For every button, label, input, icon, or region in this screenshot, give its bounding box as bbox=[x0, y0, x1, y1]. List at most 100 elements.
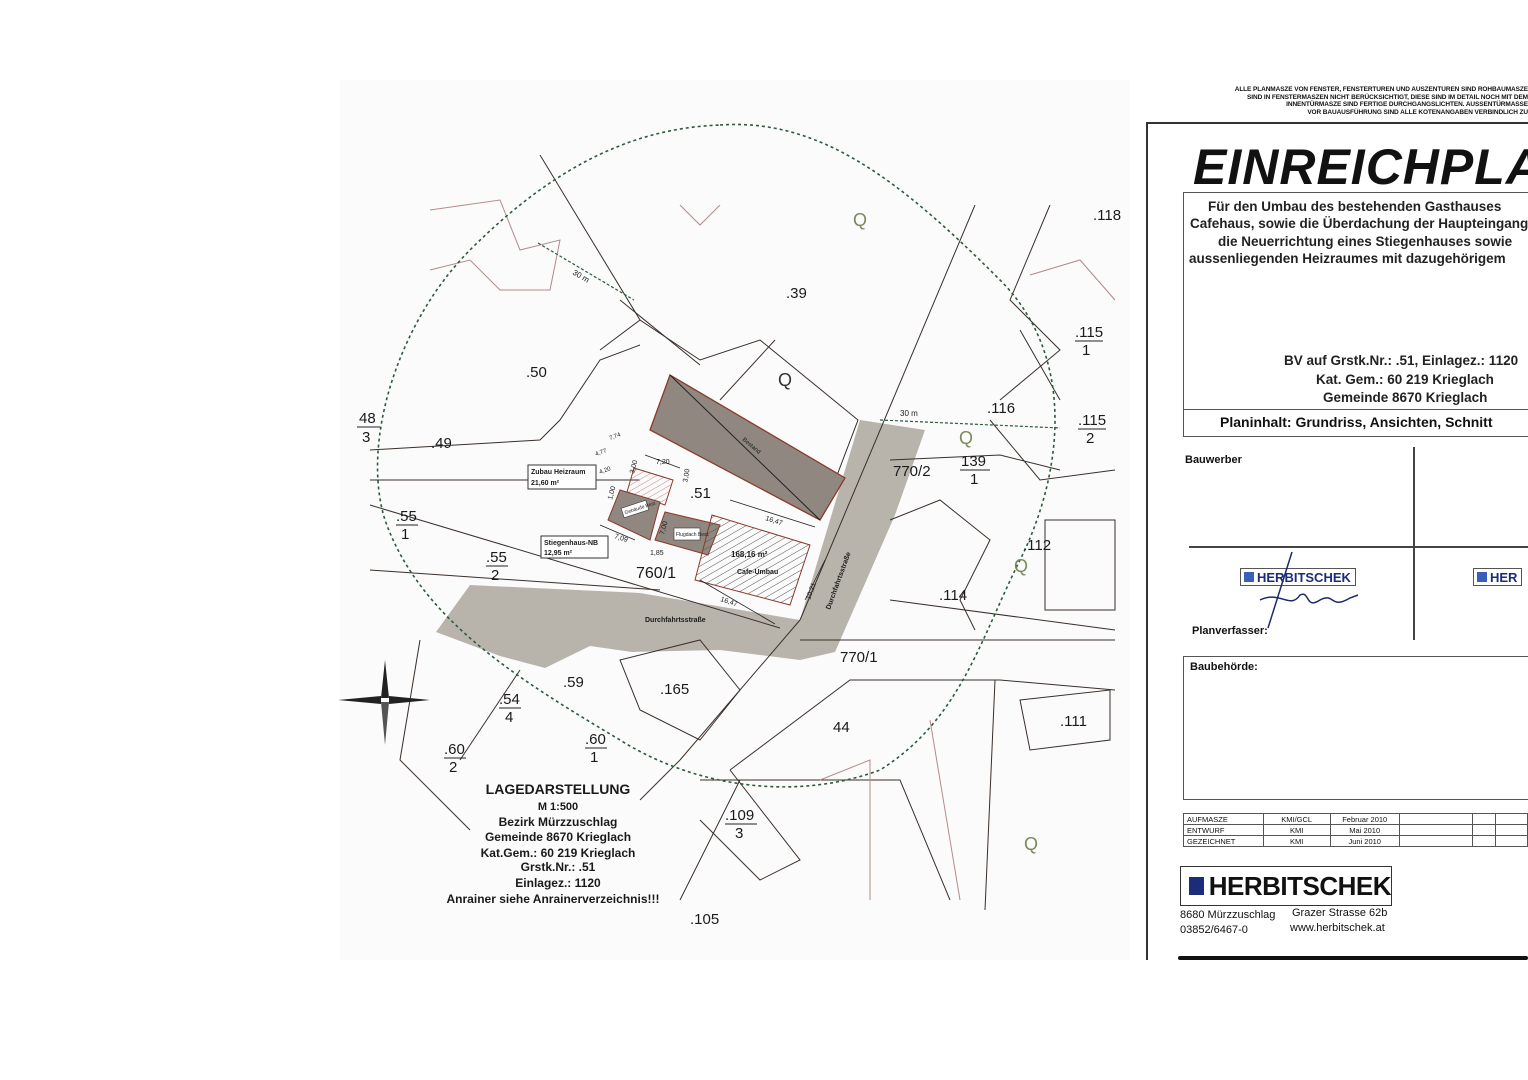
parcel-number: .115 bbox=[1075, 324, 1103, 341]
parcel-number: .49 bbox=[431, 435, 452, 452]
dimension: 1,00 bbox=[607, 485, 617, 500]
plan-content-text: Planinhalt: Grundriss, Ansichten, Schnit… bbox=[1220, 414, 1493, 430]
tag-box bbox=[673, 527, 701, 541]
description-line: Cafehaus, sowie die Überdachung der Haup… bbox=[1190, 216, 1528, 231]
project-municipality: Gemeinde 8670 Krieglach bbox=[1323, 390, 1488, 405]
cafe-area: 168,16 m² bbox=[731, 550, 768, 559]
cell: GEZEICHNET bbox=[1183, 835, 1264, 847]
dimension: 3,00 bbox=[682, 468, 691, 483]
parcel-number: 3 bbox=[735, 825, 743, 842]
dimension: 4,77 bbox=[595, 448, 609, 458]
company-street: Grazer Strasse 62b bbox=[1292, 907, 1388, 919]
parcel-number: .165 bbox=[660, 681, 689, 698]
q-marker: Q bbox=[959, 428, 973, 448]
parcel-number: 2 bbox=[449, 759, 457, 776]
cafe-name: Cafe-Umbau bbox=[737, 569, 778, 576]
parcel-number: .54 bbox=[499, 691, 520, 708]
parcel-number: 770/2 bbox=[893, 463, 931, 480]
title-block-frame bbox=[1146, 122, 1528, 960]
parcel-number: .55 bbox=[396, 508, 417, 525]
cell: AUFMASZE bbox=[1183, 813, 1264, 825]
dimension: 7,00 bbox=[659, 520, 669, 535]
client-label: Bauwerber bbox=[1185, 454, 1242, 466]
company-city: 8680 Mürzzuschlag bbox=[1180, 909, 1276, 921]
parcel-number: .60 bbox=[444, 741, 465, 758]
company-phone: 03852/6467-0 bbox=[1180, 924, 1248, 936]
dimension: 7,20 bbox=[656, 459, 670, 466]
parcel-boundaries bbox=[369, 154, 1116, 911]
parcel-number: .114 bbox=[939, 587, 967, 604]
project-parcel: BV auf Grstk.Nr.: .51, Einlagez.: 1120 bbox=[1284, 353, 1519, 368]
legend-neighbours: Anrainer siehe Anrainerverzeichnis!!! bbox=[447, 892, 660, 906]
parcel-number: 1 bbox=[1082, 342, 1090, 359]
tag-box bbox=[620, 499, 650, 519]
designer-stamp: HER bbox=[1473, 568, 1523, 586]
q-marker: Q bbox=[1014, 556, 1028, 576]
parcel-number: 2 bbox=[491, 567, 499, 584]
parcel-number: .51 bbox=[690, 485, 711, 502]
staircase-area: 12,95 m² bbox=[544, 550, 573, 557]
parcel-number: .112 bbox=[1023, 537, 1051, 554]
parcel-number: .59 bbox=[563, 674, 584, 691]
parcel-number: 1 bbox=[970, 471, 978, 488]
distance-boundary bbox=[376, 123, 1056, 788]
q-marker: Q bbox=[853, 210, 867, 230]
parcel-numbers: .118 .39 .50 .116 .49 770/2 .51 760/1 .1… bbox=[431, 207, 1121, 928]
parcel-number: 4 bbox=[505, 709, 513, 726]
project-cadastral: Kat. Gem.: 60 219 Krieglach bbox=[1316, 372, 1494, 387]
parcel-number: .111 bbox=[1060, 713, 1087, 730]
dimension: 7,74 bbox=[609, 432, 623, 442]
legend-cadastral: Kat.Gem.: 60 219 Krieglach bbox=[481, 846, 636, 860]
description-line: aussenliegenden Heizraumes mit dazugehör… bbox=[1189, 251, 1506, 266]
parcel-number: .118 bbox=[1093, 207, 1121, 224]
company-web: www.herbitschek.at bbox=[1290, 922, 1385, 934]
parcel-number: 48 bbox=[359, 410, 376, 427]
parcel-number: 770/1 bbox=[840, 649, 878, 666]
site-plan: 30 m 30 m Bestand Gebäude Best. Flugdach… bbox=[338, 80, 1130, 960]
parcel-number: .55 bbox=[486, 549, 507, 566]
authority-label: Baubehörde: bbox=[1190, 661, 1258, 673]
stamp-brand: HER bbox=[1490, 569, 1518, 585]
plan-notes: ALLE PLANMASZE VON FENSTER, FENSTERTÜREN… bbox=[1150, 86, 1528, 116]
parcel-number: .39 bbox=[786, 285, 807, 302]
company-logo: HERBITSCHEK bbox=[1180, 866, 1392, 906]
distance-label: 30 m bbox=[900, 409, 918, 418]
boiler-room-area: 21,60 m² bbox=[531, 480, 560, 487]
parcel-number: 1 bbox=[401, 526, 409, 543]
callout-box bbox=[527, 464, 597, 490]
document-title: EINREICHPLAN bbox=[1193, 139, 1528, 195]
divider bbox=[1413, 447, 1415, 640]
parcel-number: .60 bbox=[585, 731, 606, 748]
legend-scale: M 1:500 bbox=[538, 801, 578, 813]
divider bbox=[1189, 546, 1528, 548]
bottom-rule bbox=[1178, 956, 1528, 960]
description-line: Für den Umbau des bestehenden Gasthauses bbox=[1208, 199, 1502, 214]
signature bbox=[1259, 551, 1359, 629]
cell: Februar 2010 bbox=[1329, 813, 1400, 825]
cell: ENTWURF bbox=[1183, 824, 1264, 836]
parcel-number: 2 bbox=[1086, 430, 1094, 447]
callout-box bbox=[540, 535, 609, 559]
designer-stamp: HERBITSCHEK bbox=[1240, 568, 1356, 586]
legend-district: Bezirk Mürzzuschlag bbox=[499, 815, 618, 829]
parcel-number: 139 bbox=[961, 453, 986, 470]
authority-box: Baubehörde: bbox=[1183, 656, 1528, 800]
dimension: 1,85 bbox=[650, 550, 664, 557]
plan-content: Planinhalt: Grundriss, Ansichten, Schnit… bbox=[1183, 408, 1528, 437]
parcel-number: 760/1 bbox=[636, 565, 676, 582]
north-arrow-icon bbox=[338, 660, 430, 745]
dimension: 4,20 bbox=[599, 466, 613, 476]
distance-line bbox=[537, 242, 635, 301]
parcel-number: .109 bbox=[725, 807, 754, 824]
legend-entry: Einlagez.: 1120 bbox=[515, 876, 601, 890]
q-markers: Q Q Q Q Q bbox=[778, 210, 1038, 854]
plan-legend: LAGEDARSTELLUNG M 1:500 Bezirk Mürzzusch… bbox=[447, 781, 660, 906]
building-existing-small bbox=[607, 489, 661, 541]
dimension-lines bbox=[599, 454, 826, 625]
q-marker: Q bbox=[1024, 834, 1038, 854]
plan-sheet bbox=[340, 80, 1130, 960]
